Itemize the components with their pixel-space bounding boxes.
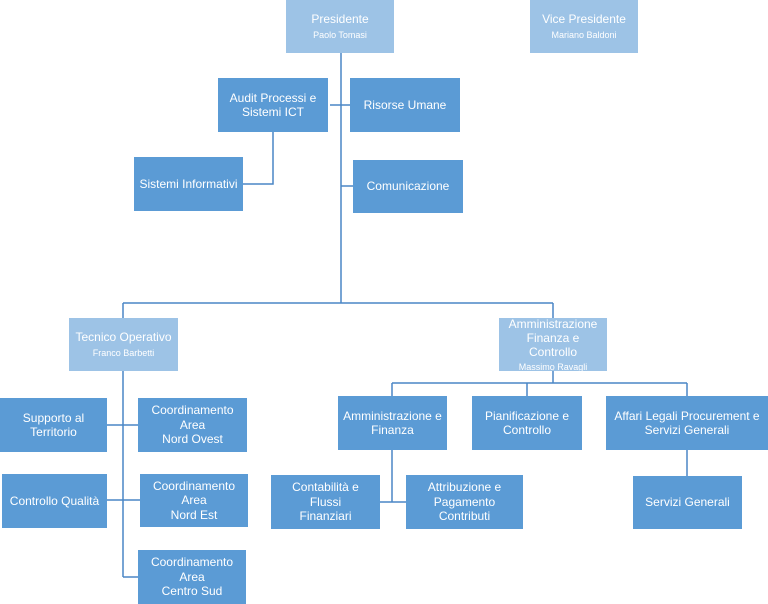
vice-presidente-name: Mariano Baldoni	[551, 30, 617, 41]
attribuzione-label: Attribuzione e Pagamento Contributi	[427, 480, 502, 524]
tecnico-operativo-name: Franco Barbetti	[92, 348, 155, 359]
coord-nord-ovest-box: Coordinamento Area Nord Ovest	[138, 398, 247, 452]
sistemi-informativi-label: Sistemi Informativi	[139, 176, 238, 191]
tecnico-operativo-box: Tecnico Operativo Franco Barbetti	[69, 318, 178, 371]
risorse-umane-label: Risorse Umane	[363, 97, 447, 112]
amm-finanza-label: Amministrazione e Finanza	[343, 408, 442, 437]
coord-nord-est-label: Coordinamento Area Nord Est	[152, 478, 236, 522]
audit-box: Audit Processi e Sistemi ICT	[218, 78, 328, 132]
contabilita-box: Contabilità e Flussi Finanziari	[271, 475, 380, 529]
amministrazione-name: Massimo Ravagli	[518, 361, 588, 372]
affari-legali-box: Affari Legali Procurement e Servizi Gene…	[606, 396, 768, 450]
tecnico-operativo-title: Tecnico Operativo	[75, 329, 172, 344]
coord-nord-ovest-label: Coordinamento Area Nord Ovest	[151, 403, 234, 447]
comunicazione-box: Comunicazione	[353, 160, 463, 213]
amm-finanza-box: Amministrazione e Finanza	[338, 396, 447, 450]
comunicazione-label: Comunicazione	[366, 179, 450, 194]
contabilita-label: Contabilità e Flussi Finanziari	[292, 480, 359, 524]
servizi-generali-label: Servizi Generali	[645, 495, 730, 510]
attribuzione-box: Attribuzione e Pagamento Contributi	[406, 475, 523, 529]
pianificazione-label: Pianificazione e Controllo	[484, 408, 570, 437]
presidente-box: Presidente Paolo Tomasi	[286, 0, 394, 53]
audit-label: Audit Processi e Sistemi ICT	[229, 90, 317, 119]
controllo-qualita-box: Controllo Qualità	[2, 474, 107, 528]
amministrazione-title: Amministrazione Finanza e Controllo	[508, 316, 598, 360]
coord-centro-sud-box: Coordinamento Area Centro Sud	[138, 550, 246, 604]
pianificazione-box: Pianificazione e Controllo	[472, 396, 582, 450]
servizi-generali-box: Servizi Generali	[633, 476, 742, 529]
supporto-territorio-box: Supporto al Territorio	[0, 398, 107, 452]
coord-nord-est-box: Coordinamento Area Nord Est	[140, 474, 248, 527]
coord-centro-sud-label: Coordinamento Area Centro Sud	[150, 555, 234, 599]
affari-legali-label: Affari Legali Procurement e Servizi Gene…	[614, 408, 760, 437]
vice-presidente-title: Vice Presidente	[542, 11, 626, 26]
risorse-umane-box: Risorse Umane	[350, 78, 460, 132]
sistemi-informativi-box: Sistemi Informativi	[134, 157, 243, 211]
supporto-territorio-label: Supporto al Territorio	[22, 410, 85, 439]
amministrazione-box: Amministrazione Finanza e Controllo Mass…	[499, 316, 607, 372]
presidente-name: Paolo Tomasi	[313, 30, 367, 41]
vice-presidente-box: Vice Presidente Mariano Baldoni	[530, 0, 638, 53]
controllo-qualita-label: Controllo Qualità	[9, 493, 100, 508]
presidente-title: Presidente	[311, 11, 369, 26]
